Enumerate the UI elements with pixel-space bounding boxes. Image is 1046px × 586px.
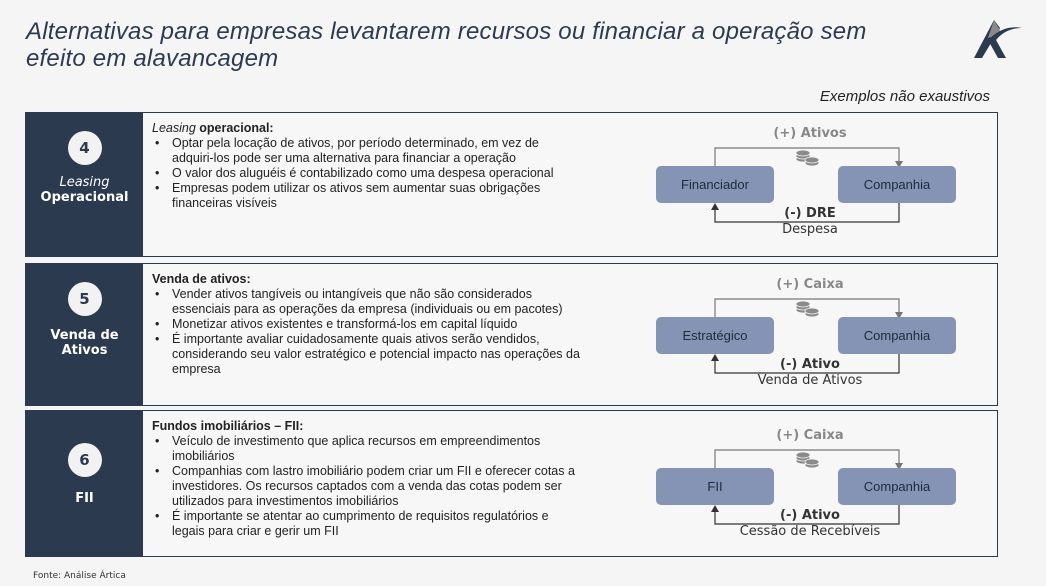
section-label: Leasing Operacional — [26, 175, 143, 205]
flow-arrows — [711, 449, 903, 525]
section-text: Venda de ativos: Vender ativos tangíveis… — [152, 272, 582, 377]
section-label-bold: Operacional — [40, 190, 129, 205]
flow-arrows — [711, 147, 903, 223]
section-heading: Fundos imobiliários – FII: — [152, 419, 582, 434]
flow-right-box: Companhia — [838, 166, 956, 203]
section-text: Fundos imobiliários – FII: Veículo de in… — [152, 419, 582, 539]
source-note: Fonte: Análise Ártica — [33, 571, 126, 581]
section-heading: Venda de ativos: — [152, 272, 582, 287]
flow-bottom-sublabel: Venda de Ativos — [757, 373, 863, 388]
bullet-item: Empresas podem utilizar os ativos sem au… — [152, 181, 582, 211]
heading-bold: Fundos imobiliários – FII: — [152, 419, 304, 433]
flow-top-label: (+) Caixa — [776, 277, 844, 292]
bullet-item: O valor dos aluguéis é contabilizado com… — [152, 166, 582, 181]
section-sidebar: 4 Leasing Operacional — [26, 113, 143, 256]
section-panel: 6 FII Fundos imobiliários – FII: Veículo… — [25, 410, 998, 557]
bullet-item: Veículo de investimento que aplica recur… — [152, 434, 582, 464]
bullet-item: Vender ativos tangíveis ou intangíveis q… — [152, 287, 582, 317]
heading-bold: Venda de ativos: — [152, 272, 251, 286]
bullet-item: É importante se atentar ao cumprimento d… — [152, 509, 582, 539]
flow-left-box: Financiador — [656, 166, 774, 203]
flow-bottom-sublabel: Despesa — [782, 222, 838, 237]
section-text: Leasing operacional: Optar pela locação … — [152, 121, 582, 211]
heading-italic: Leasing — [152, 121, 196, 135]
flow-right-box: Companhia — [838, 317, 956, 354]
flow-top-label: (+) Ativos — [773, 126, 847, 141]
section-panel: 4 Leasing Operacional Leasing operaciona… — [25, 112, 998, 257]
section-label-italic: Leasing — [59, 175, 110, 190]
section-number: 5 — [67, 282, 102, 316]
section-label: Venda de Ativos — [26, 328, 143, 358]
flow-left-box: FII — [656, 468, 774, 505]
section-heading: Leasing operacional: — [152, 121, 582, 136]
section-number: 6 — [67, 443, 102, 477]
section-label-bold: Venda de Ativos — [50, 328, 119, 358]
coins-icon — [795, 149, 820, 167]
bullet-item: É importante avaliar cuidadosamente quai… — [152, 332, 582, 377]
bullet-item: Companhias com lastro imobiliário podem … — [152, 464, 582, 509]
flow-diagram: (+) Ativos Financiador Companhia (-) DRE… — [646, 113, 986, 256]
flow-bottom-label: (-) Ativo — [780, 508, 840, 523]
flow-arrows — [711, 298, 903, 374]
section-label-bold: FII — [75, 491, 94, 506]
section-panel: 5 Venda de Ativos Venda de ativos: Vende… — [25, 263, 998, 406]
section-sidebar: 6 FII — [26, 411, 143, 556]
coins-icon — [795, 300, 820, 318]
flow-bottom-label: (-) Ativo — [780, 357, 840, 372]
coins-icon — [795, 451, 820, 469]
flow-right-box: Companhia — [838, 468, 956, 505]
section-sidebar: 5 Venda de Ativos — [26, 264, 143, 405]
bullet-item: Monetizar ativos existentes e transformá… — [152, 317, 582, 332]
flow-bottom-sublabel: Cessão de Recebíveis — [739, 524, 881, 539]
flow-bottom-label: (-) DRE — [784, 206, 836, 221]
section-label: FII — [26, 491, 143, 506]
flow-top-label: (+) Caixa — [776, 428, 844, 443]
section-number: 4 — [67, 131, 102, 165]
bullet-item: Optar pela locação de ativos, por períod… — [152, 136, 582, 166]
flow-left-box: Estratégico — [656, 317, 774, 354]
page-title: Alternativas para empresas levantarem re… — [26, 18, 867, 72]
flow-diagram: (+) Caixa FII Companhia (-) Ativo Cessão… — [646, 415, 986, 560]
flow-diagram: (+) Caixa Estratégico Companhia (-) Ativ… — [646, 264, 986, 405]
company-logo — [974, 20, 1022, 58]
subtitle: Exemplos não exaustivos — [819, 88, 990, 105]
heading-bold: operacional: — [195, 121, 274, 135]
